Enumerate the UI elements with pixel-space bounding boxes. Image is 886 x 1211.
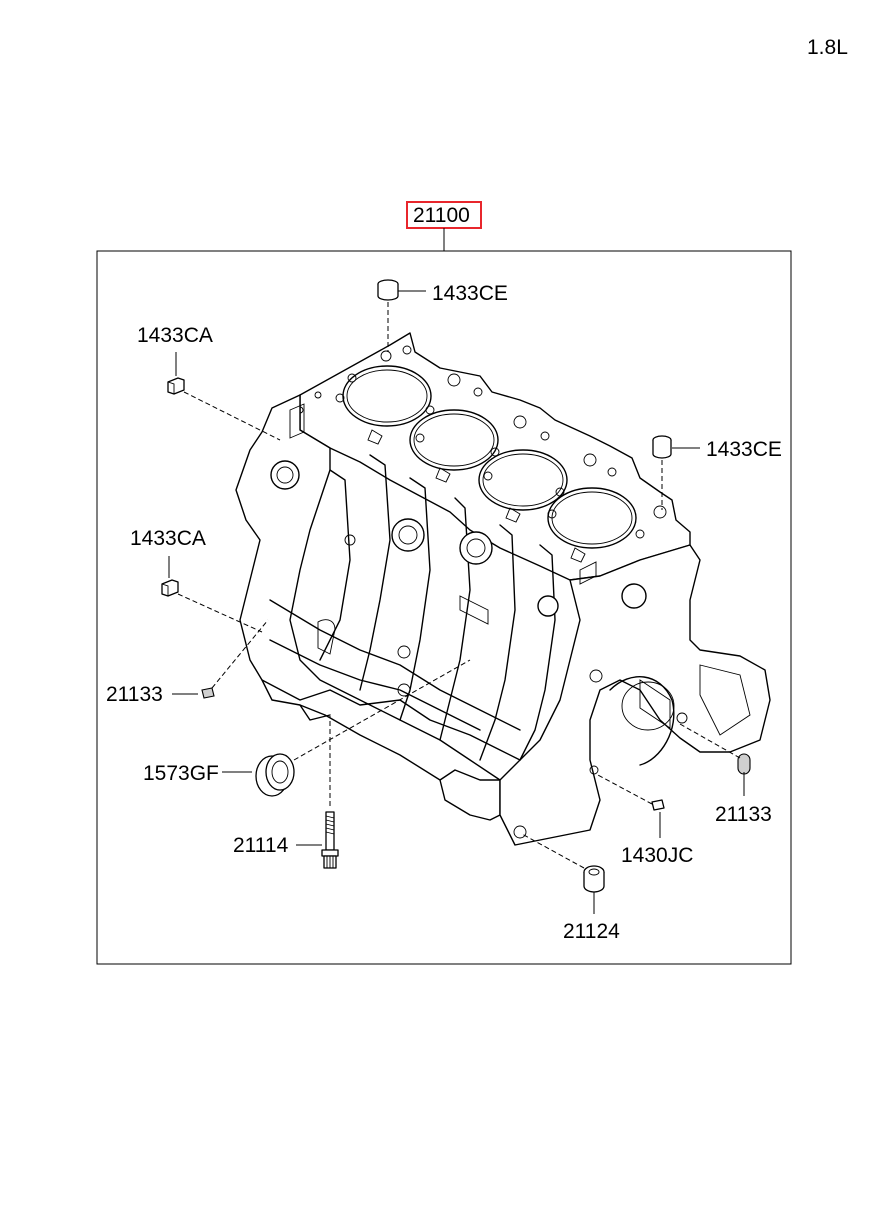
leader-dowel-left <box>211 619 269 689</box>
callout-dowel-right[interactable]: 21133 <box>715 803 772 826</box>
cylinder-bore-3 <box>478 449 568 511</box>
leader-dowel-right <box>679 723 741 759</box>
assembly-frame <box>96 250 792 965</box>
bore-cam-1 <box>391 518 425 552</box>
cap-left-upper-1433ca-part[interactable] <box>167 377 185 395</box>
block-internal-ribs <box>269 454 556 761</box>
bore-cam-2 <box>459 531 493 565</box>
leader-cap-left-upper <box>183 391 281 441</box>
cylinder-bore-1 <box>342 365 432 427</box>
callout-oil-seal[interactable]: 1573GF <box>143 762 219 785</box>
callout-cap-left-lower[interactable]: 1433CA <box>130 527 206 550</box>
callout-cap-right[interactable]: 1433CE <box>706 438 782 461</box>
leader-oil-seal <box>293 659 471 761</box>
cylinder-block-illustration <box>235 332 771 846</box>
leader-cap-left-lower <box>177 593 263 633</box>
oil-seal-1573gf-part[interactable] <box>255 753 295 797</box>
leader-pin <box>595 773 653 805</box>
callout-bushing[interactable]: 21124 <box>563 920 620 943</box>
cap-right-1433ce-part[interactable] <box>652 435 672 459</box>
bushing-21124-part[interactable] <box>583 865 605 893</box>
engine-variant-label: 1.8L <box>807 36 848 59</box>
cylinder-bore-4 <box>547 487 637 549</box>
cap-left-lower-1433ca-part[interactable] <box>161 579 179 597</box>
callout-pin[interactable]: 1430JC <box>621 844 693 867</box>
dowel-right-21133-part[interactable] <box>737 753 751 775</box>
callout-bolt[interactable]: 21114 <box>233 834 289 857</box>
callout-cap-top[interactable]: 1433CE <box>432 282 508 305</box>
cap-top-1433ce-part[interactable] <box>377 279 399 301</box>
block-front-side <box>235 394 501 821</box>
bolt-21114-part[interactable] <box>321 811 339 869</box>
cylinder-bore-2 <box>409 409 499 471</box>
leader-bushing <box>521 833 585 869</box>
dowel-left-21133-part[interactable] <box>201 687 215 699</box>
callout-dowel-left[interactable]: 21133 <box>106 683 163 706</box>
block-timing-side <box>499 544 771 846</box>
assembly-part-number[interactable]: 21100 <box>413 204 470 227</box>
pin-1430jc-part[interactable] <box>651 799 665 811</box>
callout-cap-left-upper[interactable]: 1433CA <box>137 324 213 347</box>
